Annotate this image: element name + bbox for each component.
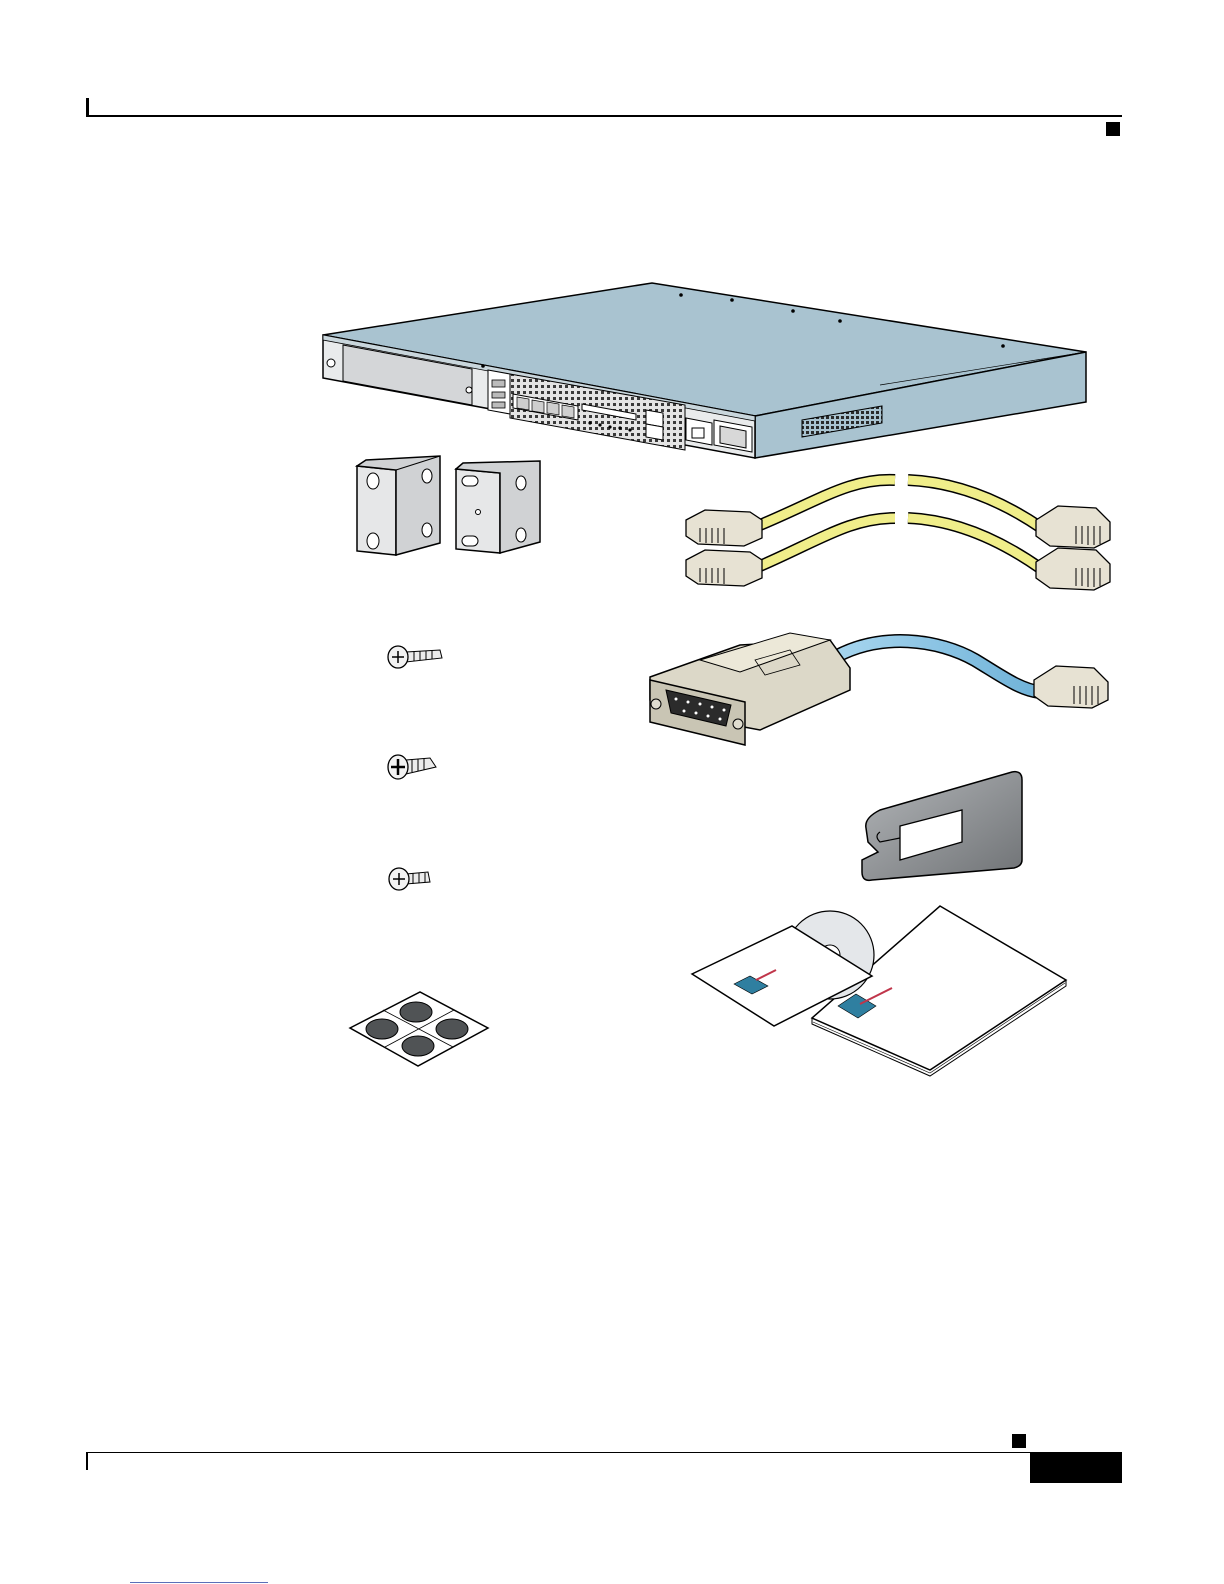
page-number-tab	[1030, 1453, 1122, 1483]
cable-management-clip	[862, 772, 1022, 881]
ground-screw	[389, 868, 430, 890]
footer-marker-square	[1012, 1434, 1026, 1448]
appliance-chassis	[323, 283, 1086, 458]
console-adapter-cable	[650, 633, 1108, 745]
bottom-link-underline	[130, 1582, 268, 1583]
bracket-screw	[388, 646, 442, 668]
footer-tick	[86, 1452, 88, 1470]
rack-mount-brackets	[357, 456, 540, 555]
footer-rule	[88, 1452, 1122, 1453]
ethernet-cables	[686, 480, 1110, 590]
rubber-feet	[350, 992, 488, 1066]
flathead-screw	[388, 755, 436, 779]
documentation-and-cd	[692, 906, 1066, 1076]
